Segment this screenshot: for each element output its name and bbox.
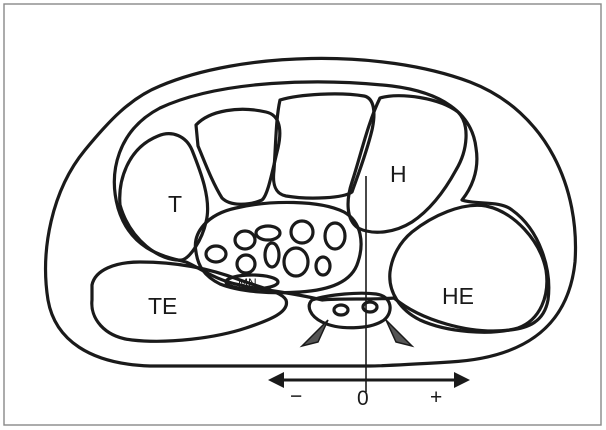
label-minus: − [290,385,302,408]
figure-frame [4,4,601,425]
axis-left-arrowhead-icon [268,372,284,388]
label-t: T [168,191,182,217]
label-he: HE [442,283,474,309]
label-mn: MN [238,276,257,290]
left-arrow-icon [302,320,328,346]
ulnar-nerve [363,302,377,312]
ulnar-artery [334,305,348,315]
bone-3 [274,94,374,198]
outer-wrist-outline [46,58,576,366]
flexor-tendons [206,221,345,276]
bone-he [390,205,547,332]
label-plus: + [430,386,442,409]
axis-right-arrowhead-icon [454,372,470,388]
right-arrow-icon [386,320,412,346]
label-zero: 0 [357,387,369,410]
label-te: TE [148,293,177,319]
label-h: H [390,161,407,187]
bone-2 [196,109,280,204]
